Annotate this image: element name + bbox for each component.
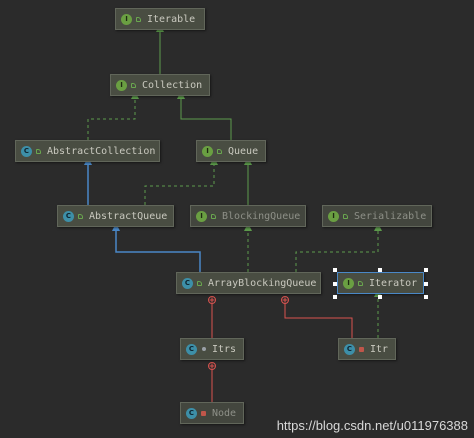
- node-label: Itrs: [212, 343, 237, 355]
- node-blocking-queue[interactable]: I BlockingQueue: [190, 205, 306, 227]
- interface-icon: I: [196, 210, 207, 222]
- interface-icon: I: [343, 277, 354, 289]
- selection-handle[interactable]: [333, 295, 337, 299]
- node-serializable[interactable]: I Serializable: [322, 205, 432, 227]
- node-label: Itr: [370, 343, 389, 355]
- node-label: ArrayBlockingQueue: [208, 277, 317, 289]
- public-visibility-icon: [342, 213, 349, 220]
- package-visibility-icon: [200, 346, 207, 353]
- node-iterable[interactable]: I Iterable: [115, 8, 205, 30]
- node-label: Serializable: [354, 210, 427, 222]
- watermark-text: https://blog.csdn.net/u011976388: [276, 418, 468, 433]
- class-icon: C: [186, 343, 197, 355]
- edge-abstractcollection-collection: [87, 91, 139, 140]
- node-abstract-queue[interactable]: C AbstractQueue: [57, 205, 174, 227]
- edge-arrayblockingqueue-serializable: [295, 223, 382, 272]
- inner-class-marker-itr: [281, 296, 289, 304]
- selection-handle[interactable]: [333, 268, 337, 272]
- interface-icon: I: [202, 145, 213, 157]
- class-icon: C: [63, 210, 74, 222]
- selection-handle[interactable]: [424, 268, 428, 272]
- private-visibility-icon: [358, 346, 365, 353]
- inner-class-marker-itrs: [208, 296, 216, 304]
- edge-queue-collection: [177, 91, 232, 140]
- node-label: Iterator: [369, 277, 418, 289]
- selection-handle[interactable]: [378, 295, 382, 299]
- public-visibility-icon: [130, 82, 137, 89]
- class-icon: C: [344, 343, 355, 355]
- node-node[interactable]: C Node: [180, 402, 244, 424]
- class-icon: C: [21, 145, 32, 157]
- node-label: Iterable: [147, 13, 196, 25]
- class-icon: C: [186, 407, 197, 419]
- node-iterator[interactable]: I Iterator: [337, 272, 424, 294]
- inner-class-marker-node: [208, 362, 216, 370]
- public-visibility-icon: [357, 280, 364, 287]
- node-label: Node: [212, 407, 237, 419]
- selection-handle[interactable]: [333, 282, 337, 286]
- node-itr[interactable]: C Itr: [338, 338, 396, 360]
- node-label: AbstractCollection: [47, 145, 156, 157]
- node-label: Queue: [228, 145, 259, 157]
- selection-handle[interactable]: [424, 295, 428, 299]
- public-visibility-icon: [216, 148, 223, 155]
- interface-icon: I: [328, 210, 339, 222]
- edge-arrayblockingqueue-abstractqueue: [112, 223, 201, 272]
- node-collection[interactable]: I Collection: [110, 74, 210, 96]
- node-queue[interactable]: I Queue: [196, 140, 266, 162]
- class-icon: C: [182, 277, 193, 289]
- public-visibility-icon: [135, 16, 142, 23]
- selection-handle[interactable]: [424, 282, 428, 286]
- node-array-blocking-queue[interactable]: C ArrayBlockingQueue: [176, 272, 321, 294]
- node-label: Collection: [142, 79, 203, 91]
- public-visibility-icon: [210, 213, 217, 220]
- node-abstract-collection[interactable]: C AbstractCollection: [15, 140, 160, 162]
- public-visibility-icon: [77, 213, 84, 220]
- interface-icon: I: [121, 13, 132, 25]
- public-visibility-icon: [196, 280, 203, 287]
- edge-arrayblockingqueue-itr: [284, 300, 353, 338]
- private-visibility-icon: [200, 410, 207, 417]
- selection-handle[interactable]: [378, 268, 382, 272]
- node-label: BlockingQueue: [222, 210, 301, 222]
- node-itrs[interactable]: C Itrs: [180, 338, 244, 360]
- interface-icon: I: [116, 79, 127, 91]
- public-visibility-icon: [35, 148, 42, 155]
- node-label: AbstractQueue: [89, 210, 168, 222]
- edge-abstractqueue-queue: [144, 157, 218, 205]
